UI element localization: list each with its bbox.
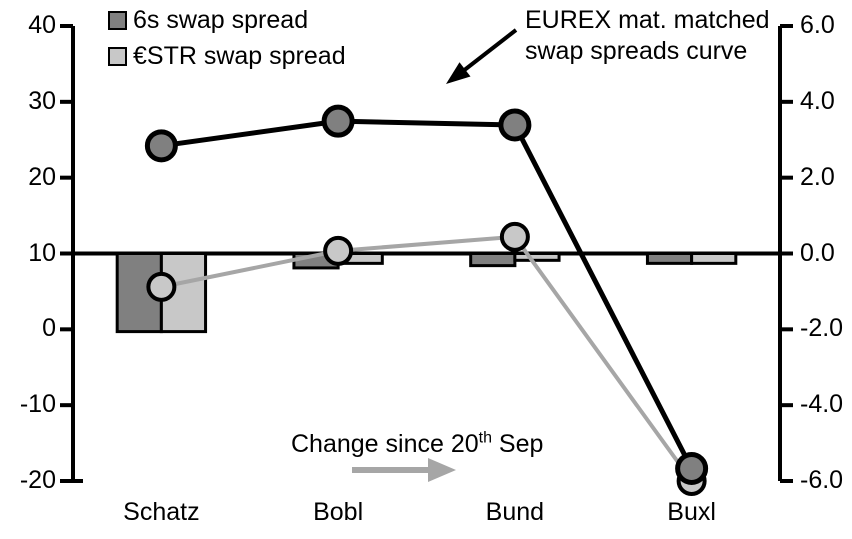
marker-eurex-bobl — [321, 104, 355, 138]
legend-swatch-estr-swap-spread — [108, 47, 127, 66]
change-since-prefix: Change since 20 — [291, 430, 479, 458]
category-label-schatz: Schatz — [123, 498, 200, 526]
annotation-arrows-group — [352, 28, 518, 482]
marker-change-bund — [499, 221, 530, 252]
left-axis-tick-label: -20 — [19, 466, 56, 494]
left-axis-tick-label: -10 — [19, 390, 56, 419]
left-axis-tick-label: 30 — [28, 86, 56, 115]
bar-bund-6s — [469, 252, 517, 268]
right-axis-tick-label: 0.0 — [800, 238, 835, 267]
change-since-callout: Change since 20th Sep — [291, 430, 543, 459]
lines-group — [144, 104, 709, 496]
left-axis-tick-label: 20 — [28, 162, 56, 191]
marker-eurex-bund — [498, 108, 532, 142]
legend-item-estr-swap-spread[interactable]: €STR swap spread — [108, 44, 346, 69]
legend-label-estr-swap-spread: €STR swap spread — [133, 42, 346, 70]
change-arrow-head — [428, 458, 456, 482]
right-axis-tick-label: 6.0 — [800, 11, 835, 39]
legend-swatch-6s-swap-spread — [108, 11, 127, 30]
bars-group — [115, 252, 738, 334]
line-change-since-curve — [160, 234, 694, 483]
eurex-arrow-shaft — [456, 28, 518, 77]
eurex-arrow-head — [446, 62, 471, 84]
right-axis-tick-label: 2.0 — [800, 162, 835, 191]
category-label-bund: Bund — [485, 498, 545, 526]
right-axis-tick-label: -2.0 — [800, 314, 844, 343]
right-axis-tick-label: 4.0 — [800, 86, 835, 115]
right-axis-tick-label: -4.0 — [800, 390, 844, 419]
eurex-callout-line1: EUREX mat. matched — [525, 6, 770, 34]
left-axis-tick-label: 0 — [42, 314, 56, 343]
change-since-suffix: Sep — [491, 430, 544, 458]
category-label-bobl: Bobl — [313, 498, 364, 526]
line-eurex-curve — [161, 118, 694, 470]
legend-item-6s-swap-spread[interactable]: 6s swap spread — [108, 8, 308, 33]
marker-change-schatz — [146, 271, 177, 302]
marker-eurex-buxl — [675, 451, 709, 485]
bar-bund-estr — [513, 252, 561, 262]
bar-buxl-6s — [645, 252, 694, 265]
category-label-buxl: Buxl — [667, 498, 716, 526]
left-axis-tick-label: 10 — [28, 238, 56, 267]
change-since-ordinal: th — [478, 429, 492, 447]
bar-buxl-estr — [690, 252, 738, 265]
legend-label-6s-swap-spread: 6s swap spread — [133, 6, 309, 34]
left-axis-tick-label: 40 — [28, 11, 56, 39]
right-axis-tick-label: -6.0 — [800, 466, 844, 494]
marker-eurex-schatz — [144, 129, 178, 163]
eurex-callout-line2: swap spreads curve — [525, 37, 748, 65]
marker-change-bobl — [323, 235, 354, 266]
